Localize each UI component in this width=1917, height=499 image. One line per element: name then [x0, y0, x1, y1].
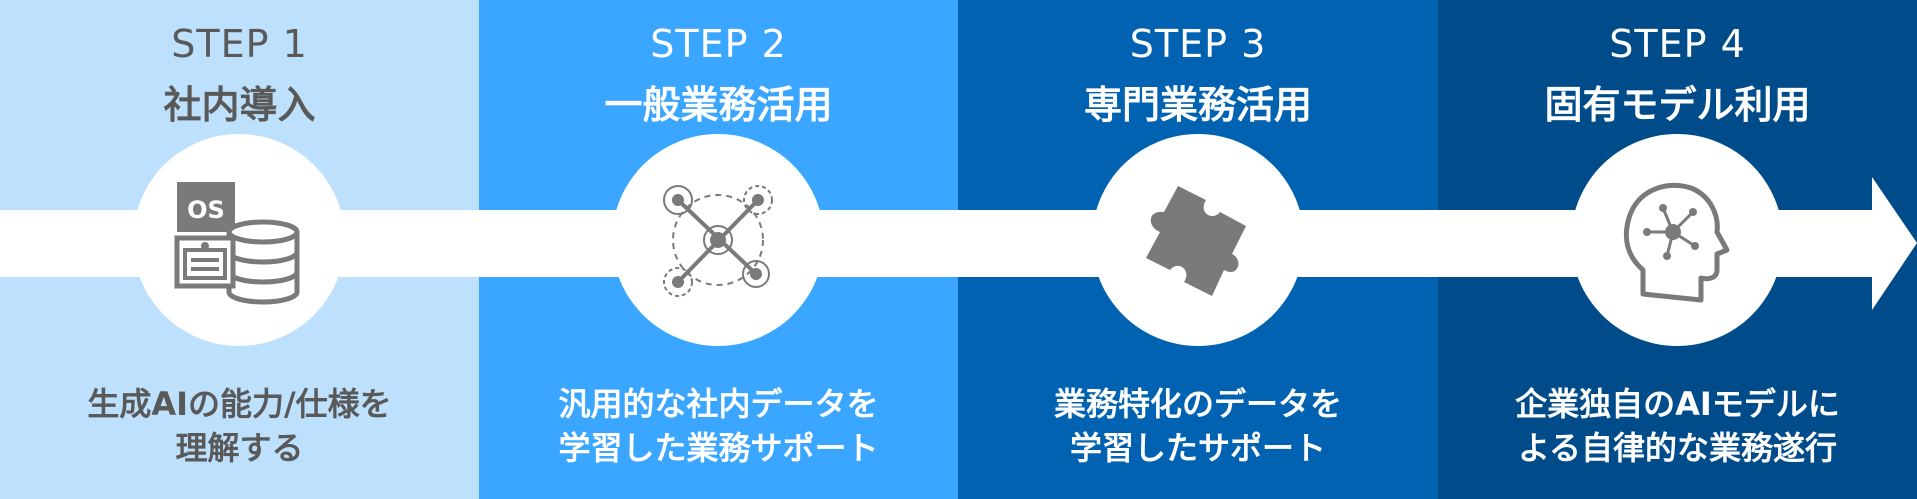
desc-line: よる自律的な業務遂行 — [1517, 429, 1838, 467]
ai-head-icon — [1623, 182, 1730, 303]
step-description: 企業独自のAIモデルによる自律的な業務遂行 — [1438, 382, 1917, 470]
desc-line: 企業独自のAIモデルに — [1515, 385, 1840, 423]
desc-line: 学習した業務サポート — [558, 429, 879, 467]
step-title: 専門業務活用 — [1083, 83, 1312, 127]
step-title: 一般業務活用 — [604, 83, 833, 127]
step-description: 業務特化のデータを学習したサポート — [958, 382, 1438, 470]
desc-line: 業務特化のデータを — [1053, 385, 1342, 423]
step-description: 汎用的な社内データを学習した業務サポート — [479, 382, 958, 470]
puzzle-piece-icon — [1146, 186, 1246, 296]
network-nodes-icon — [663, 185, 773, 297]
os-label: OS — [187, 196, 225, 224]
step-label: STEP 2 — [650, 22, 787, 66]
step-title: 固有モデル利用 — [1544, 83, 1811, 127]
step-title: 社内導入 — [163, 83, 316, 127]
desc-line: 生成AIの能力/仕様を — [87, 385, 392, 423]
desc-line: 理解する — [175, 429, 304, 467]
desc-line: 学習したサポート — [1069, 429, 1326, 467]
step-2-icon-circle — [612, 134, 824, 346]
step-1-icon-circle: OS — [133, 134, 345, 346]
step-label: STEP 4 — [1609, 22, 1746, 66]
desc-line: 汎用的な社内データを — [558, 385, 879, 423]
step-label: STEP 1 — [171, 22, 308, 66]
step-3-icon-circle — [1092, 134, 1304, 346]
step-label: STEP 3 — [1129, 22, 1267, 66]
step-4-icon-circle — [1571, 134, 1783, 346]
os-database-icon: OS — [174, 182, 300, 305]
step-description: 生成AIの能力/仕様を理解する — [0, 382, 479, 470]
